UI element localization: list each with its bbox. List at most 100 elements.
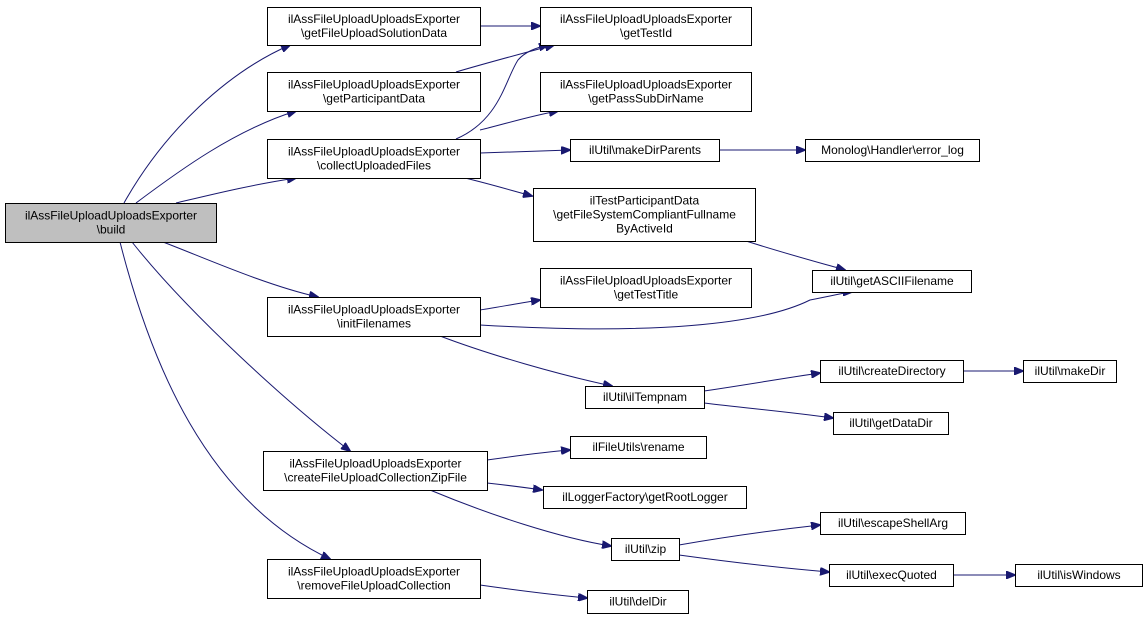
node-label-line: ilUtil\execQuoted	[846, 568, 937, 582]
node-label-line: ilTestParticipantData	[590, 194, 700, 208]
edge-build-to-createFileUploadCollectionZipFile	[131, 241, 350, 451]
node-box	[267, 7, 481, 46]
node-box	[267, 559, 481, 599]
node-label-line: ilFileUtils\rename	[592, 440, 684, 454]
edge-collectUploadedFiles-to-getTestId	[455, 45, 548, 140]
node-label-line: ilLoggerFactory\getRootLogger	[562, 490, 727, 504]
node-createFileUploadCollectionZipFile[interactable]: ilAssFileUploadUploadsExporter\createFil…	[263, 451, 488, 491]
edge-createFileUploadCollectionZipFile-to-zip	[429, 489, 611, 546]
node-label-line: ilAssFileUploadUploadsExporter	[288, 565, 460, 579]
node-box	[570, 139, 720, 162]
node-getTestTitle[interactable]: ilAssFileUploadUploadsExporter\getTestTi…	[540, 268, 752, 308]
edge-removeFileUploadCollection-to-delDir	[479, 584, 587, 598]
node-delDir[interactable]: ilUtil\delDir	[587, 590, 689, 614]
node-box	[833, 412, 949, 435]
edge-createFileUploadCollectionZipFile-to-getRootLogger	[486, 482, 542, 490]
node-label-line: \createFileUploadCollectionZipFile	[284, 471, 467, 485]
node-box	[812, 270, 972, 293]
node-build[interactable]: ilAssFileUploadUploadsExporter\build	[5, 203, 217, 243]
node-getTestId[interactable]: ilAssFileUploadUploadsExporter\getTestId	[540, 7, 752, 46]
node-box	[543, 486, 747, 509]
edge-initFilenames-to-getASCIIFilename	[479, 292, 852, 330]
edge-collectUploadedFiles-to-makeDirParents	[479, 150, 570, 153]
node-box	[533, 188, 756, 242]
node-execQuoted[interactable]: ilUtil\execQuoted	[829, 564, 954, 587]
node-label-line: ilUtil\escapeShellArg	[838, 516, 948, 530]
node-rename[interactable]: ilFileUtils\rename	[570, 436, 707, 459]
node-label-line: ilUtil\makeDir	[1035, 364, 1106, 378]
node-label-line: \getParticipantData	[323, 92, 425, 106]
edge-getParticipantData-to-getTestId	[455, 45, 554, 73]
node-label-line: \getTestId	[620, 26, 672, 40]
node-box	[829, 564, 954, 587]
node-label-line: \getTestTitle	[614, 288, 679, 302]
node-box	[585, 386, 705, 409]
node-box	[570, 436, 707, 459]
node-makeDirParents[interactable]: ilUtil\makeDirParents	[570, 139, 720, 162]
edge-createFileUploadCollectionZipFile-to-rename	[486, 450, 570, 461]
node-getFileUploadSolutionData[interactable]: ilAssFileUploadUploadsExporter\getFileUp…	[267, 7, 481, 46]
node-label-line: \getFileSystemCompliantFullname	[553, 208, 736, 222]
node-label-line: ByActiveId	[616, 222, 673, 236]
node-box	[540, 7, 752, 46]
node-label-line: ilUtil\delDir	[609, 595, 666, 609]
node-getParticipantData[interactable]: ilAssFileUploadUploadsExporter\getPartic…	[267, 72, 481, 112]
node-box	[5, 203, 217, 243]
node-createDirectory[interactable]: ilUtil\createDirectory	[820, 360, 964, 383]
node-label-line: ilUtil\zip	[625, 542, 667, 556]
edge-build-to-getParticipantData	[135, 111, 296, 204]
node-getRootLogger[interactable]: ilLoggerFactory\getRootLogger	[543, 486, 747, 509]
node-makeDir[interactable]: ilUtil\makeDir	[1023, 360, 1117, 383]
edge-collectUploadedFiles-to-getPassSubDirName	[479, 111, 558, 131]
node-getDataDir[interactable]: ilUtil\getDataDir	[833, 412, 949, 435]
node-label-line: \getFileUploadSolutionData	[301, 26, 447, 40]
node-label-line: ilAssFileUploadUploadsExporter	[288, 12, 460, 26]
node-box	[820, 360, 964, 383]
edge-initFilenames-to-ilTempnam	[439, 335, 612, 386]
edge-ilTempnam-to-createDirectory	[703, 373, 820, 392]
edge-collectUploadedFiles-to-getFileSystemCompliant	[464, 177, 532, 196]
node-label-line: Monolog\Handler\error_log	[821, 143, 964, 157]
node-zip[interactable]: ilUtil\zip	[611, 538, 680, 561]
node-getPassSubDirName[interactable]: ilAssFileUploadUploadsExporter\getPassSu…	[540, 72, 752, 112]
node-label-line: ilAssFileUploadUploadsExporter	[560, 78, 732, 92]
node-label-line: ilAssFileUploadUploadsExporter	[289, 457, 461, 471]
nodes-layer: ilAssFileUploadUploadsExporter\buildilAs…	[5, 7, 1143, 614]
node-label-line: ilUtil\makeDirParents	[589, 143, 701, 157]
node-label-line: ilUtil\getASCIIFilename	[830, 274, 954, 288]
node-box	[267, 297, 481, 337]
node-label-line: \initFilenames	[337, 317, 411, 331]
node-label-line: ilUtil\isWindows	[1037, 568, 1120, 582]
edge-getFileSystemCompliant-to-getASCIIFilename	[745, 240, 845, 270]
node-box	[540, 72, 752, 112]
node-label-line: ilAssFileUploadUploadsExporter	[560, 274, 732, 288]
node-label-line: ilUtil\getDataDir	[849, 416, 932, 430]
node-label-line: ilUtil\ilTempnam	[603, 390, 687, 404]
node-box	[820, 512, 966, 535]
node-escapeShellArg[interactable]: ilUtil\escapeShellArg	[820, 512, 966, 535]
node-label-line: \removeFileUploadCollection	[297, 579, 450, 593]
node-initFilenames[interactable]: ilAssFileUploadUploadsExporter\initFilen…	[267, 297, 481, 337]
edge-build-to-initFilenames	[162, 241, 318, 297]
node-isWindows[interactable]: ilUtil\isWindows	[1015, 564, 1143, 587]
node-box	[1015, 564, 1143, 587]
node-box	[263, 451, 488, 491]
node-box	[611, 538, 680, 561]
edge-zip-to-escapeShellArg	[678, 525, 820, 546]
node-collectUploadedFiles[interactable]: ilAssFileUploadUploadsExporter\collectUp…	[267, 139, 481, 179]
edge-initFilenames-to-getTestTitle	[479, 300, 540, 311]
node-removeFileUploadCollection[interactable]: ilAssFileUploadUploadsExporter\removeFil…	[267, 559, 481, 599]
edge-ilTempnam-to-getDataDir	[703, 402, 833, 418]
node-box	[267, 139, 481, 179]
node-label-line: ilAssFileUploadUploadsExporter	[25, 209, 197, 223]
node-ilTempnam[interactable]: ilUtil\ilTempnam	[585, 386, 705, 409]
node-box	[587, 590, 689, 614]
node-box	[805, 139, 980, 162]
node-getFileSystemCompliant[interactable]: ilTestParticipantData\getFileSystemCompl…	[533, 188, 756, 242]
node-box	[1023, 360, 1117, 383]
node-getASCIIFilename[interactable]: ilUtil\getASCIIFilename	[812, 270, 972, 293]
node-label-line: \getPassSubDirName	[588, 92, 704, 106]
node-error_log[interactable]: Monolog\Handler\error_log	[805, 139, 980, 162]
node-box	[267, 72, 481, 112]
